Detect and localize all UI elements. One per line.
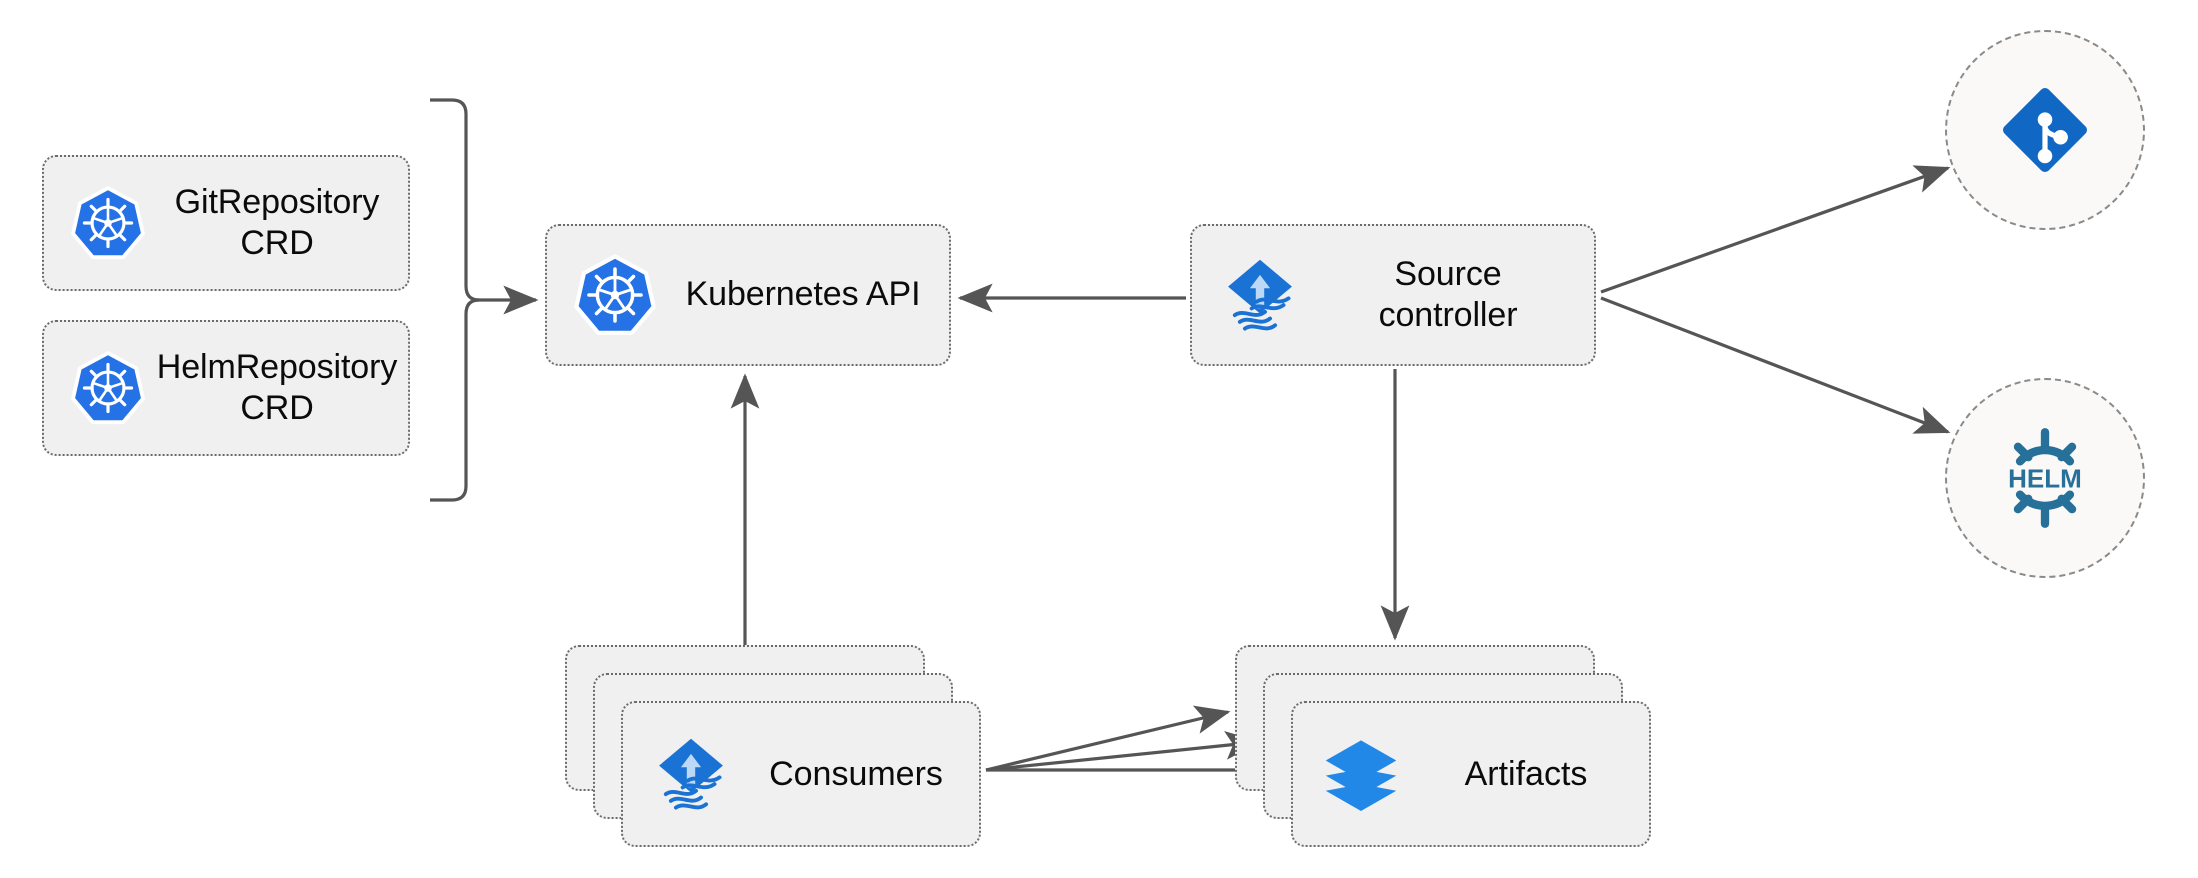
artifacts-node[interactable]: Artifacts (1291, 701, 1651, 847)
helm-icon: HELM (1993, 426, 2097, 530)
flux-icon (649, 732, 733, 816)
edge-sourcecontroller-to-git (1600, 165, 1951, 294)
helmrepository-crd-label: HelmRepository CRD (156, 347, 398, 427)
consumers-node[interactable]: Consumers (621, 701, 981, 847)
kubernetes-icon (573, 253, 657, 337)
git-icon (1993, 78, 2097, 182)
artifacts-label: Artifacts (1464, 754, 1588, 793)
edge-sourcecontroller-to-helm (1600, 296, 1951, 434)
kubernetes-api-label: Kubernetes API (685, 275, 921, 314)
edge-consumers-to-artifacts-1 (985, 705, 1231, 772)
helmrepository-crd-node[interactable]: HelmRepository CRD (42, 320, 410, 456)
flux-icon (1218, 253, 1302, 337)
helm-wordmark: HELM (2008, 463, 2082, 493)
layers-icon (1319, 732, 1403, 816)
consumers-label: Consumers (769, 754, 943, 793)
kubernetes-api-node[interactable]: Kubernetes API (545, 224, 951, 366)
source-controller-node[interactable]: Source controller (1190, 224, 1596, 366)
kubernetes-icon (70, 185, 146, 261)
source-controller-label: Source controller (1378, 254, 1518, 334)
git-repository-endpoint[interactable] (1945, 30, 2145, 230)
gitrepository-crd-label: GitRepository CRD (174, 182, 380, 262)
helm-repository-endpoint[interactable]: HELM (1945, 378, 2145, 578)
kubernetes-icon (70, 350, 146, 426)
crd-group-bracket (430, 98, 480, 502)
edge-consumers-to-artifacts-2 (985, 731, 1261, 772)
gitrepository-crd-node[interactable]: GitRepository CRD (42, 155, 410, 291)
